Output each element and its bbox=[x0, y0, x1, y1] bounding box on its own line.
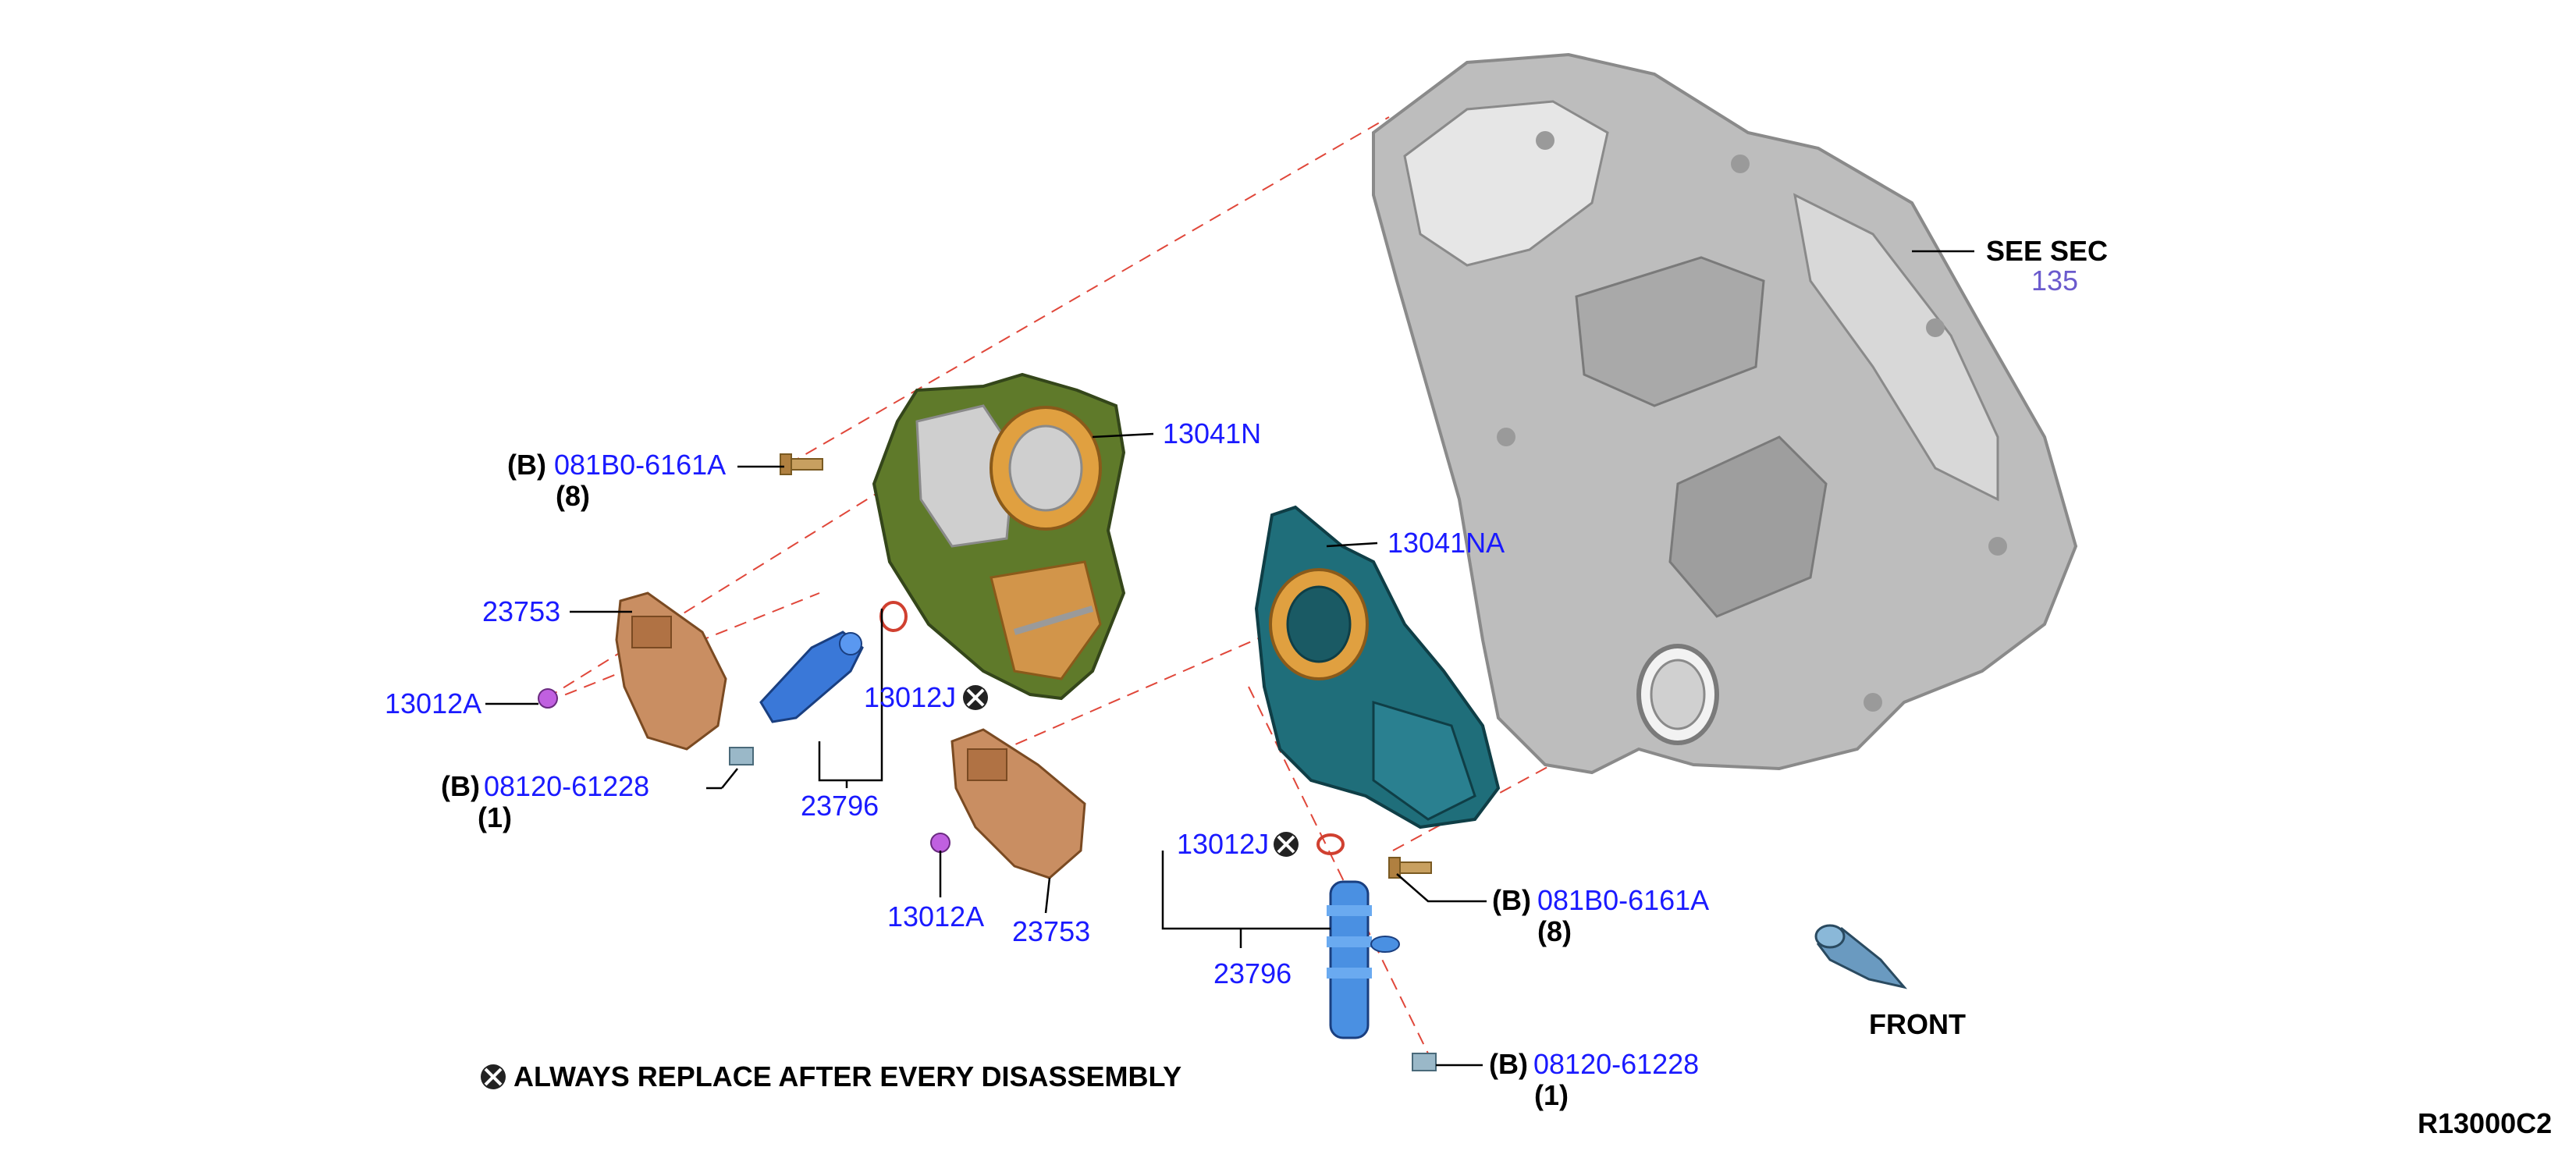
bolt-b-prefix: (B) bbox=[507, 449, 546, 481]
see-sec-reference[interactable]: 135 bbox=[2031, 265, 2078, 297]
part-13012a-label[interactable]: 13012A bbox=[385, 687, 481, 719]
bolt-08120-lower bbox=[1412, 1053, 1437, 1071]
part-13041na-label[interactable]: 13041NA bbox=[1387, 527, 1505, 559]
diagram-code: R13000C2 bbox=[2418, 1107, 2552, 1139]
bolt-b-prefix: (B) bbox=[441, 770, 480, 802]
qty-label: (1) bbox=[478, 801, 512, 833]
timing-chain-case bbox=[1372, 52, 2078, 775]
o-ring-upper bbox=[879, 601, 908, 632]
replace-mark-icon bbox=[963, 685, 988, 710]
vvt-solenoid-upper bbox=[759, 631, 864, 723]
cam-sensor-lower bbox=[950, 728, 1086, 879]
part-08120-label[interactable]: 08120-61228 bbox=[484, 770, 649, 802]
bolt-b-prefix: (B) bbox=[1492, 884, 1531, 916]
part-13012a-label[interactable]: 13012A bbox=[887, 900, 984, 932]
bolt-08120-upper bbox=[729, 747, 754, 765]
screw-13012a-upper bbox=[538, 688, 558, 709]
part-23753-label[interactable]: 23753 bbox=[482, 595, 560, 627]
screw-13012a-lower bbox=[930, 833, 950, 853]
part-081b0-label[interactable]: 081B0-6161A bbox=[554, 449, 726, 481]
part-08120-label[interactable]: 08120-61228 bbox=[1533, 1048, 1699, 1080]
qty-label: (1) bbox=[1534, 1079, 1569, 1111]
part-23753-label[interactable]: 23753 bbox=[1012, 915, 1090, 947]
part-081b0-label[interactable]: 081B0-6161A bbox=[1537, 884, 1709, 916]
bolt-081b0-upper bbox=[780, 453, 823, 475]
front-cover-upper bbox=[872, 372, 1126, 701]
replace-mark-icon bbox=[481, 1064, 506, 1089]
replace-mark-icon bbox=[1274, 832, 1299, 857]
part-23796-label[interactable]: 23796 bbox=[801, 790, 879, 822]
front-label: FRONT bbox=[1869, 1008, 1966, 1040]
see-sec-label: SEE SEC bbox=[1986, 235, 2108, 267]
o-ring-lower bbox=[1316, 833, 1345, 855]
leader-lines bbox=[485, 250, 1974, 1067]
bolt-081b0-lower bbox=[1388, 857, 1432, 879]
part-13012j-label[interactable]: 13012J bbox=[864, 681, 956, 713]
part-23796-label[interactable]: 23796 bbox=[1213, 957, 1292, 989]
qty-label: (8) bbox=[1537, 915, 1572, 947]
cam-sensor-upper bbox=[615, 591, 727, 751]
part-13041n-label[interactable]: 13041N bbox=[1163, 417, 1261, 449]
front-cover-lower bbox=[1254, 505, 1501, 829]
bolt-b-prefix: (B) bbox=[1489, 1048, 1528, 1080]
front-arrow-icon bbox=[1814, 924, 1908, 989]
replace-note: ALWAYS REPLACE AFTER EVERY DISASSEMBLY bbox=[513, 1060, 1181, 1092]
qty-label: (8) bbox=[556, 480, 590, 512]
vvt-solenoid-lower bbox=[1327, 880, 1400, 1039]
part-13012j-label[interactable]: 13012J bbox=[1177, 828, 1269, 860]
